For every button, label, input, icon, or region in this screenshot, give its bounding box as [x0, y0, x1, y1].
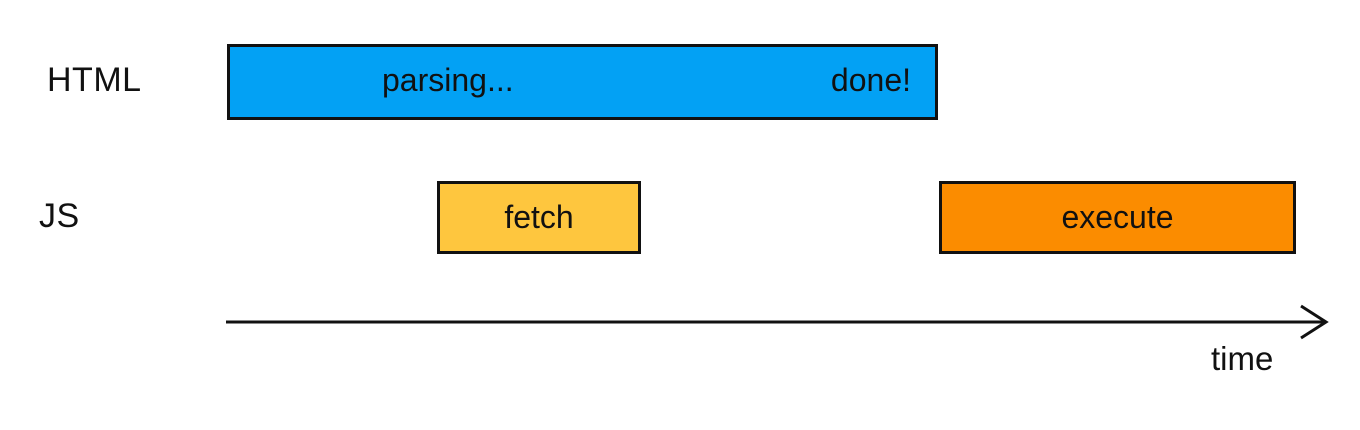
arrowhead-icon — [1300, 304, 1329, 340]
fetch-label: fetch — [504, 199, 574, 235]
html-parsing-bar: parsing... done! — [227, 44, 938, 120]
row-label-js: JS — [39, 197, 80, 235]
parsing-done-label: done! — [830, 62, 911, 99]
parsing-status-label: parsing... — [382, 62, 514, 99]
js-execute-bar: execute — [939, 181, 1296, 254]
js-fetch-bar: fetch — [437, 181, 641, 254]
execute-label: execute — [1061, 199, 1174, 235]
row-label-html: HTML — [47, 61, 142, 99]
time-axis-arrow — [226, 304, 1329, 340]
time-axis-label: time — [1211, 340, 1274, 377]
